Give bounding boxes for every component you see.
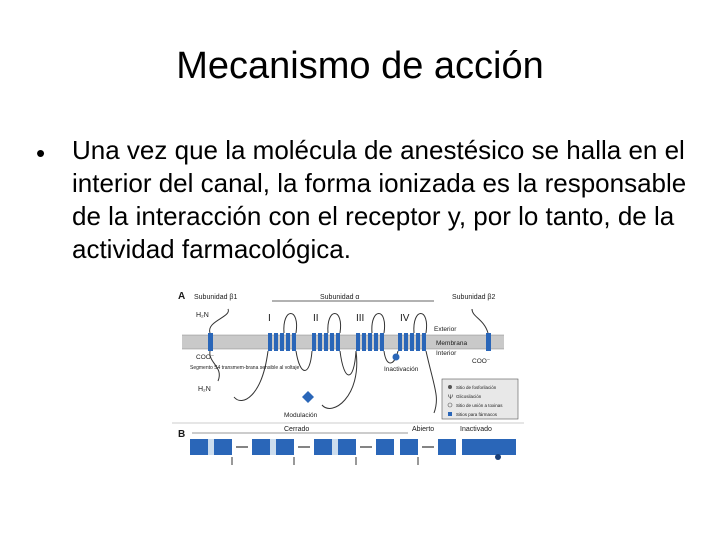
legend-item-4: Sitios para fármacos (456, 412, 498, 417)
legend-item-2: Glicosilación (456, 394, 482, 399)
state-closed-label: Cerrado (284, 426, 309, 433)
domain-label-i: I (268, 313, 271, 324)
coo-right-label: COO⁻ (472, 358, 491, 365)
segment-note: Segmento S4 transmem-brana sensible al v… (190, 365, 299, 371)
coo-left-label: COO⁻ (196, 354, 215, 361)
inactivation-gate (392, 353, 400, 361)
channel-states (190, 439, 516, 465)
legend-item-1: Sitio de fosforilación (456, 385, 497, 390)
domain-label-ii: II (313, 313, 319, 324)
sodium-channel-figure: A Subunidad β1 Subunidad α Subunidad β2 … (172, 287, 524, 470)
legend-item-3: Sitio de unión a toxinas (456, 403, 503, 408)
h2n-left-label: H₂N (198, 386, 211, 393)
modulation-label: Modulación (284, 412, 318, 419)
domain-label-iv: IV (400, 313, 410, 324)
bullet-text: Una vez que la molécula de anestésico se… (72, 135, 687, 264)
legend-box (441, 378, 519, 420)
domain-helices (268, 333, 426, 351)
membrane-label: Membrana (436, 340, 467, 347)
subunit-a-label: Subunidad α (320, 294, 359, 301)
panel-a-label: A (178, 291, 185, 302)
domain-label-iii: III (356, 313, 364, 324)
bullet-marker: • (36, 138, 46, 168)
state-inactivated-label: Inactivado (460, 426, 492, 433)
panel-b-label: B (178, 429, 185, 440)
interior-label: Interior (436, 350, 457, 357)
h2n-top-label: H₂N (196, 312, 209, 319)
exterior-label: Exterior (434, 326, 457, 333)
legend-symbol-2: Ψ (448, 395, 453, 401)
slide-title: Mecanismo de acción (176, 45, 544, 87)
subunit-b2-label: Subunidad β2 (452, 294, 495, 301)
state-open-label: Abierto (412, 426, 434, 433)
subunit-b1-label: Subunidad β1 (194, 294, 237, 301)
inactivation-label: Inactivación (384, 366, 419, 373)
